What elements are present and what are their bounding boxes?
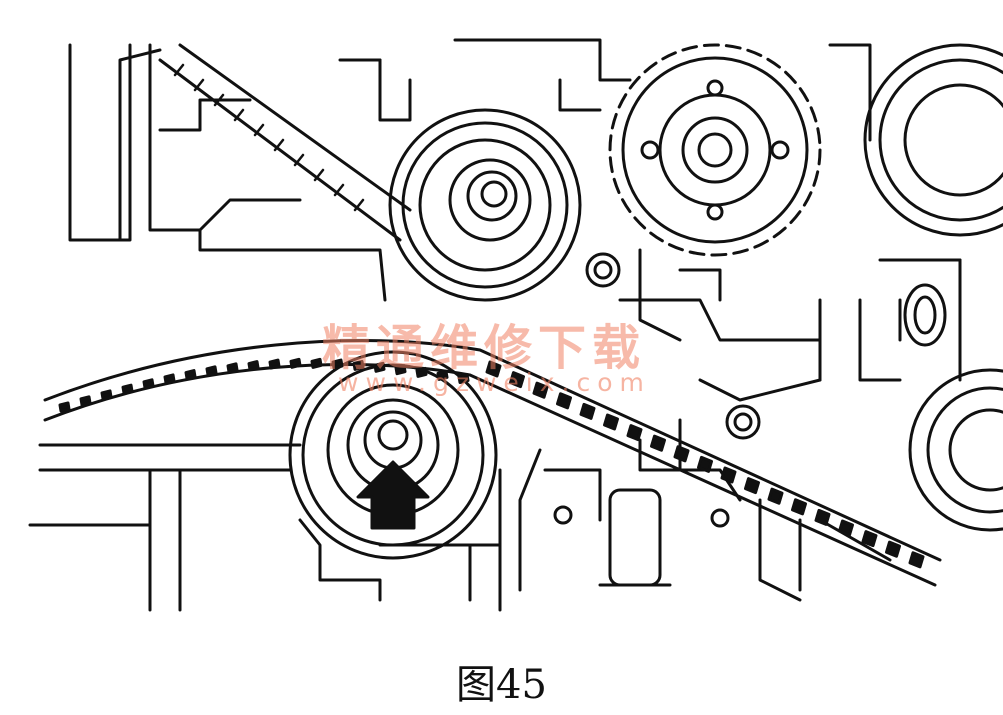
engine-housing (28, 38, 962, 612)
lower-fitting (598, 488, 672, 587)
watermark-url: www.gzweix.com (338, 368, 651, 397)
right-pulley-upper (863, 43, 1003, 237)
bolts (553, 252, 947, 528)
tensioner-pulley (388, 108, 582, 302)
camshaft-sprocket (608, 43, 822, 257)
idler-pulley (288, 350, 498, 560)
timing-belt-upper-run (158, 43, 412, 242)
up-arrow-icon (356, 460, 430, 530)
right-pulley-lower (908, 368, 1003, 532)
watermark-text: 精通维修下载 (322, 320, 647, 376)
timing-belt-lower-run (43, 339, 942, 587)
figure-caption: 图45 (456, 662, 547, 708)
